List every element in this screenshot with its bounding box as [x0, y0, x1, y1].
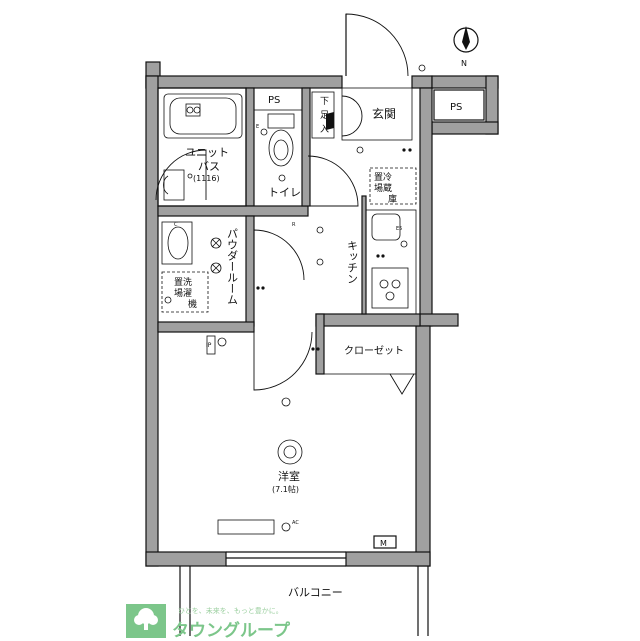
closet-label: クローゼット — [344, 345, 404, 357]
meter-label: M — [380, 539, 387, 548]
toilet-label: トイレ — [268, 186, 301, 199]
fridge-3: 庫 — [388, 193, 397, 205]
kitchen-label: キッチン — [346, 240, 359, 284]
western-room-size: (7.1帖) — [272, 484, 299, 494]
getabako: 下 足 入 — [311, 91, 363, 139]
unit-bath-label-1: ユニット — [185, 146, 229, 159]
ps-top-label: PS — [268, 95, 280, 106]
logo-sub: TOWN GROUP — [127, 632, 163, 638]
genkan-label: 玄関 — [372, 106, 396, 121]
r-mark: R — [292, 222, 296, 228]
fridge-space: 置冷 場蔵 庫 — [369, 148, 417, 205]
ac-label: AC — [292, 520, 299, 526]
powder-room-label: パウダールーム — [226, 228, 239, 305]
fridge-2: 場蔵 — [374, 182, 392, 194]
north-arrow: N — [453, 26, 479, 68]
kitchen: E5 キッチン — [316, 209, 417, 315]
logo-name: タウングループ — [172, 621, 290, 641]
fridge-1: 置冷 — [374, 171, 392, 183]
unit-bath-label-2: バス — [198, 160, 220, 173]
entrance: 玄関 — [341, 13, 426, 154]
unit-bath: ユニット バス (1116) — [155, 93, 243, 201]
closet: クローゼット — [311, 325, 417, 395]
kitchen-sink-mark: E5 — [396, 226, 402, 232]
ip-label: IP — [206, 342, 212, 349]
getabako-3: 入 — [320, 124, 329, 135]
c-mark: C — [174, 222, 178, 228]
unit-bath-size: (1116) — [193, 174, 220, 183]
north-label: N — [461, 59, 467, 68]
logo-tagline: ひとを、未来を、もっと豊かに。 — [178, 607, 283, 615]
washer-2: 場濯 — [174, 287, 192, 299]
town-group-logo-icon — [126, 604, 166, 638]
washer-space: 置洗 場濯 機 — [161, 271, 209, 313]
getabako-2: 足 — [320, 110, 329, 121]
balcony-label: バルコニー — [288, 586, 343, 599]
ps-right-label: PS — [450, 102, 462, 113]
western-room-label: 洋室 — [278, 469, 300, 483]
getabako-1: 下 — [320, 97, 329, 107]
washer-1: 置洗 — [174, 276, 192, 288]
powder-room: C R パウダールーム — [161, 221, 305, 305]
toilet-room: トイレ E — [256, 113, 359, 207]
western-room: IP 洋室 (7.1帖) AC M — [206, 331, 397, 549]
washer-3: 機 — [188, 298, 197, 310]
ps-right: PS — [433, 89, 485, 121]
balcony-window — [226, 551, 346, 567]
e-mark: E — [256, 124, 259, 130]
balcony: バルコニー — [179, 566, 429, 636]
ps-top: PS — [253, 87, 303, 111]
